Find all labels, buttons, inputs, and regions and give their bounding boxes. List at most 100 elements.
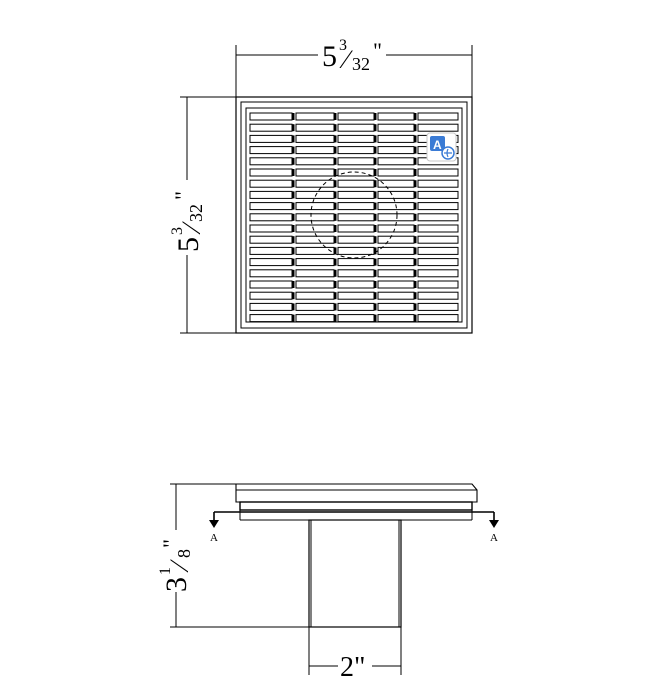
- grate-slat: [337, 168, 375, 177]
- grate-slat: [249, 280, 293, 289]
- grate-slat: [249, 269, 293, 278]
- top-width-num: 3: [339, 37, 347, 54]
- grate-slat: [249, 246, 293, 255]
- side-height-label: 3 1 ⁄ 8 ": [157, 539, 194, 592]
- grate-slat: [337, 146, 375, 155]
- side-height-num: 1: [157, 567, 174, 575]
- section-arrow-right: [489, 520, 499, 528]
- grate-slat: [295, 112, 335, 121]
- grate-slat: [249, 168, 293, 177]
- grate-slat: [417, 258, 459, 267]
- grate-slat: [377, 157, 415, 166]
- grate-slat: [337, 246, 375, 255]
- grate-slat: [295, 168, 335, 177]
- grate-slat: [295, 246, 335, 255]
- grate-slat: [295, 202, 335, 211]
- grate-slat: [377, 112, 415, 121]
- grate-slat: [249, 202, 293, 211]
- grate-slat: [417, 291, 459, 300]
- top-height-label: 5 3 ⁄ 32 ": [169, 191, 206, 252]
- grate-slat: [417, 213, 459, 222]
- side-height-dimension: [170, 483, 309, 628]
- grate-slat: [295, 314, 335, 323]
- grate-slat: [337, 202, 375, 211]
- pipe-width-label: 2": [340, 652, 365, 683]
- grate-slat: [295, 190, 335, 199]
- grate-slat: [337, 112, 375, 121]
- grate-slat: [295, 146, 335, 155]
- side-height-unit: ": [158, 539, 183, 548]
- top-height-unit: ": [170, 191, 195, 200]
- grate-slat: [249, 291, 293, 300]
- grate-slat: [337, 269, 375, 278]
- grate-slat: [295, 179, 335, 188]
- section-arrow-left: [209, 520, 219, 528]
- side-height-whole: 3: [160, 577, 193, 592]
- grate-slat: [337, 123, 375, 132]
- top-height-whole: 5: [172, 237, 205, 252]
- grate-slat: [417, 224, 459, 233]
- grate-slat: [417, 202, 459, 211]
- grate-slat: [249, 235, 293, 244]
- grate-flange: [235, 483, 478, 503]
- section-line: [213, 511, 495, 524]
- grate-slat: [377, 269, 415, 278]
- grate-slat: [249, 157, 293, 166]
- grate-slat: [417, 123, 459, 132]
- grate-slat: [377, 291, 415, 300]
- grate-slat: [295, 302, 335, 311]
- translate-icon[interactable]: A: [426, 132, 457, 162]
- grate-slat: [377, 179, 415, 188]
- grate-slat: [417, 280, 459, 289]
- grate-slats: [249, 112, 459, 323]
- grate-slat: [295, 291, 335, 300]
- grate-slat: [295, 123, 335, 132]
- grate-slat: [249, 179, 293, 188]
- top-width-unit: ": [373, 38, 382, 63]
- grate-slat: [249, 123, 293, 132]
- grate-slat: [295, 213, 335, 222]
- grate-slat: [249, 134, 293, 143]
- grate-slat: [417, 168, 459, 177]
- grate-slat: [249, 213, 293, 222]
- grate-slat: [337, 224, 375, 233]
- grate-slat: [337, 280, 375, 289]
- grate-slat: [377, 235, 415, 244]
- top-width-den: 32: [352, 54, 370, 74]
- grate-slat: [417, 314, 459, 323]
- grate-slat: [417, 179, 459, 188]
- grate-slat: [417, 302, 459, 311]
- grate-slat: [337, 134, 375, 143]
- side-height-den: 8: [174, 549, 194, 558]
- grate-slat: [295, 280, 335, 289]
- pipe-width-dimension: [308, 627, 402, 675]
- grate-slat: [337, 291, 375, 300]
- grate-slat: [417, 235, 459, 244]
- top-height-dimension: [180, 96, 236, 334]
- grate-slat: [377, 302, 415, 311]
- grate-slat: [417, 246, 459, 255]
- grate-slat: [337, 190, 375, 199]
- grate-slat: [417, 190, 459, 199]
- grate-slat: [377, 314, 415, 323]
- drain-outer-frame: [235, 96, 473, 334]
- top-width-dimension: [235, 45, 473, 97]
- grate-slat: [249, 258, 293, 267]
- grate-slat: [337, 235, 375, 244]
- grate-slat: [377, 258, 415, 267]
- grate-slat: [337, 157, 375, 166]
- grate-slat: [249, 112, 293, 121]
- section-label-left: A: [210, 532, 218, 544]
- grate-slat: [377, 146, 415, 155]
- drain-inner-frame: [240, 101, 468, 329]
- grate-slat: [249, 146, 293, 155]
- grate-slat: [295, 224, 335, 233]
- grate-slat: [295, 134, 335, 143]
- grate-slat: [337, 302, 375, 311]
- section-label-right: A: [490, 532, 498, 544]
- grate-slat: [377, 224, 415, 233]
- grate-slat: [417, 112, 459, 121]
- grate-slat: [377, 123, 415, 132]
- drain-pipe: [308, 519, 402, 628]
